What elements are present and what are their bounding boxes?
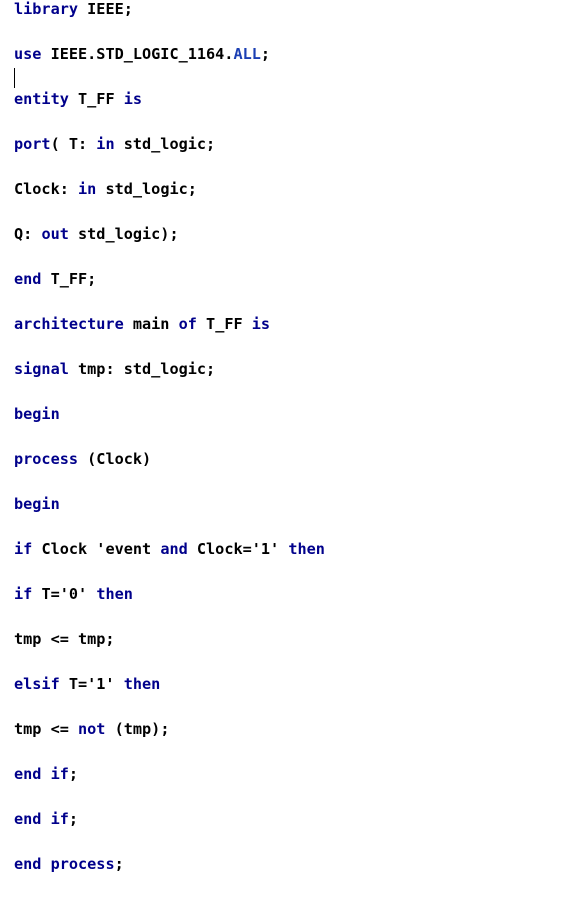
code-token: IEEE.STD_LOGIC_1164. bbox=[41, 45, 234, 63]
keyword-token: if bbox=[14, 540, 33, 558]
keyword-token: and bbox=[160, 540, 188, 558]
code-line[interactable]: end if; bbox=[14, 765, 325, 810]
code-token: Q: bbox=[14, 225, 42, 243]
keyword-token: then bbox=[288, 540, 325, 558]
keyword-token: of bbox=[178, 315, 197, 333]
keyword-token: ALL bbox=[233, 45, 261, 63]
keyword-token: in bbox=[96, 135, 115, 153]
keyword-token: library bbox=[14, 0, 79, 18]
code-token: ; bbox=[68, 765, 79, 783]
code-line[interactable]: Q: out std_logic); bbox=[14, 225, 325, 270]
code-line[interactable]: port( T: in std_logic; bbox=[14, 135, 325, 180]
keyword-token: end bbox=[14, 855, 42, 873]
code-token: (tmp); bbox=[105, 720, 170, 738]
code-token: main bbox=[123, 315, 179, 333]
keyword-token: then bbox=[123, 675, 161, 693]
keyword-token: end bbox=[14, 810, 42, 828]
code-line[interactable]: elsif T='1' then bbox=[14, 675, 325, 720]
keyword-token: use bbox=[14, 45, 42, 63]
code-token: std_logic; bbox=[114, 135, 216, 153]
code-token bbox=[41, 855, 50, 873]
keyword-token: if bbox=[50, 810, 69, 828]
code-token: tmp: std_logic; bbox=[68, 360, 216, 378]
code-token: Clock='1' bbox=[187, 540, 289, 558]
code-token bbox=[41, 810, 50, 828]
keyword-token: if bbox=[50, 765, 69, 783]
keyword-token: begin bbox=[14, 495, 60, 513]
code-token: (Clock) bbox=[78, 450, 152, 468]
code-token: T_FF bbox=[68, 90, 124, 108]
code-token: T_FF bbox=[196, 315, 252, 333]
code-line[interactable]: end if; bbox=[14, 810, 325, 855]
keyword-token: end bbox=[14, 270, 42, 288]
code-line[interactable]: process (Clock) bbox=[14, 450, 325, 495]
code-line[interactable]: tmp <= tmp; bbox=[14, 630, 325, 675]
code-token: ; bbox=[68, 810, 79, 828]
code-token: ; bbox=[114, 855, 124, 873]
code-text-area[interactable]: library IEEE;use IEEE.STD_LOGIC_1164.ALL… bbox=[14, 0, 325, 900]
code-line[interactable]: if T='0' then bbox=[14, 585, 325, 630]
keyword-token: is bbox=[251, 315, 271, 333]
keyword-token: architecture bbox=[14, 315, 124, 333]
keyword-token: out bbox=[41, 225, 69, 243]
keyword-token: is bbox=[123, 90, 143, 108]
keyword-token: then bbox=[96, 585, 133, 603]
keyword-token: begin bbox=[14, 405, 60, 423]
code-token: std_logic; bbox=[96, 180, 197, 198]
keyword-token: signal bbox=[14, 360, 69, 378]
keyword-token: process bbox=[50, 855, 115, 873]
keyword-token: end bbox=[14, 765, 42, 783]
keyword-token: not bbox=[78, 720, 106, 738]
code-token: IEEE; bbox=[78, 0, 133, 18]
code-line[interactable]: library IEEE; bbox=[14, 0, 325, 45]
code-editor[interactable]: library IEEE;use IEEE.STD_LOGIC_1164.ALL… bbox=[0, 0, 565, 882]
code-token: ; bbox=[260, 45, 271, 63]
code-token: T_FF; bbox=[41, 270, 97, 288]
code-line[interactable]: begin bbox=[14, 495, 325, 540]
code-line[interactable]: signal tmp: std_logic; bbox=[14, 360, 325, 405]
code-token bbox=[41, 765, 50, 783]
code-line[interactable]: tmp <= not (tmp); bbox=[14, 720, 325, 765]
code-line[interactable]: end process; bbox=[14, 855, 325, 900]
code-token: T='0' bbox=[32, 585, 97, 603]
keyword-token: entity bbox=[14, 90, 69, 108]
keyword-token: process bbox=[14, 450, 79, 468]
code-line[interactable]: end T_FF; bbox=[14, 270, 325, 315]
code-token: std_logic); bbox=[68, 225, 179, 243]
code-line[interactable]: use IEEE.STD_LOGIC_1164.ALL; bbox=[14, 45, 325, 90]
code-token: tmp <= bbox=[14, 720, 79, 738]
code-line[interactable]: Clock: in std_logic; bbox=[14, 180, 325, 225]
code-line[interactable]: architecture main of T_FF is bbox=[14, 315, 325, 360]
code-line[interactable]: entity T_FF is bbox=[14, 90, 325, 135]
keyword-token: in bbox=[78, 180, 97, 198]
code-token: ( T: bbox=[50, 135, 97, 153]
keyword-token: elsif bbox=[14, 675, 60, 693]
code-token: tmp <= tmp; bbox=[14, 630, 115, 648]
code-token: Clock 'event bbox=[32, 540, 161, 558]
keyword-token: if bbox=[14, 585, 33, 603]
text-cursor bbox=[14, 68, 15, 88]
code-line[interactable]: if Clock 'event and Clock='1' then bbox=[14, 540, 325, 585]
code-token: Clock: bbox=[14, 180, 79, 198]
code-token: T='1' bbox=[59, 675, 124, 693]
keyword-token: port bbox=[14, 135, 51, 153]
code-line[interactable]: begin bbox=[14, 405, 325, 450]
